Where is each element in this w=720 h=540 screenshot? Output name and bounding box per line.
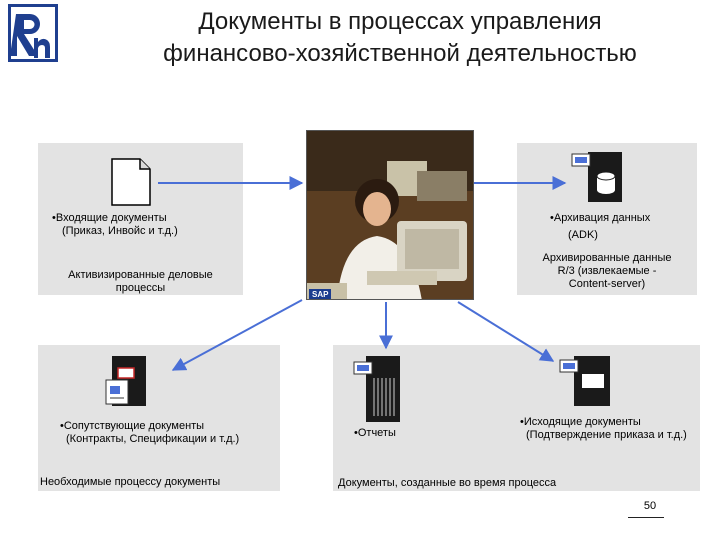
inbound-caption-line-1: Активизированные деловые [68, 269, 213, 281]
support-item-sub: (Контракты, Спецификации и т.д.) [66, 433, 240, 445]
outbound-item-label: •Исходящие документы [520, 416, 641, 428]
inbound-item-sub: (Приказ, Инвойс и т.д.) [62, 225, 178, 237]
document-icon [108, 156, 154, 208]
archive-caption-line-3: Content-server) [568, 278, 646, 290]
page-title: Документы в процессах управления финансо… [120, 6, 680, 70]
archive-caption: Архивированные данные R/3 (извлекаемые -… [517, 252, 697, 291]
created-caption: Документы, созданные во время процесса [338, 477, 557, 489]
inbound-item: •Входящие документы (Приказ, Инвойс и т.… [52, 212, 178, 238]
outbound-item: •Исходящие документы (Подтверждение прик… [520, 416, 687, 442]
archive-item: •Архивация данных (ADK) [550, 212, 650, 242]
support-item-label: •Сопутствующие документы [60, 420, 205, 432]
arrow-to-support [171, 299, 303, 371]
contract-documents-icon [104, 354, 150, 410]
logo-icon [8, 4, 58, 62]
title-line-2: финансово-хозяйственной деятельностью [163, 40, 637, 67]
outbound-item-sub: (Подтверждение приказа и т.д.) [526, 429, 687, 441]
sap-badge: SAP [309, 289, 332, 299]
reports-item: •Отчеты [354, 427, 396, 439]
archive-database-icon [570, 150, 624, 204]
title-line-1: Документы в процессах управления [198, 8, 602, 35]
archive-item-label: •Архивация данных [550, 212, 651, 224]
outbound-document-icon [558, 354, 614, 410]
page-number-rule [628, 517, 664, 518]
office-photo: SAP [306, 130, 474, 300]
archive-caption-line-1: Архивированные данные [542, 252, 672, 264]
inbound-caption: Активизированные деловые процессы [38, 269, 243, 295]
inbound-caption-line-2: процессы [115, 282, 166, 294]
report-printout-icon [352, 354, 412, 426]
archive-caption-line-2: R/3 (извлекаемые - [557, 265, 657, 277]
inbound-item-label: •Входящие документы [52, 212, 167, 224]
arrow-to-outbound [457, 301, 555, 362]
archive-item-sub: (ADK) [568, 229, 598, 241]
support-item: •Сопутствующие документы (Контракты, Спе… [60, 420, 239, 446]
page-number: 50 [643, 500, 657, 512]
support-caption: Необходимые процессу документы [40, 476, 221, 488]
panel-support [38, 345, 280, 491]
